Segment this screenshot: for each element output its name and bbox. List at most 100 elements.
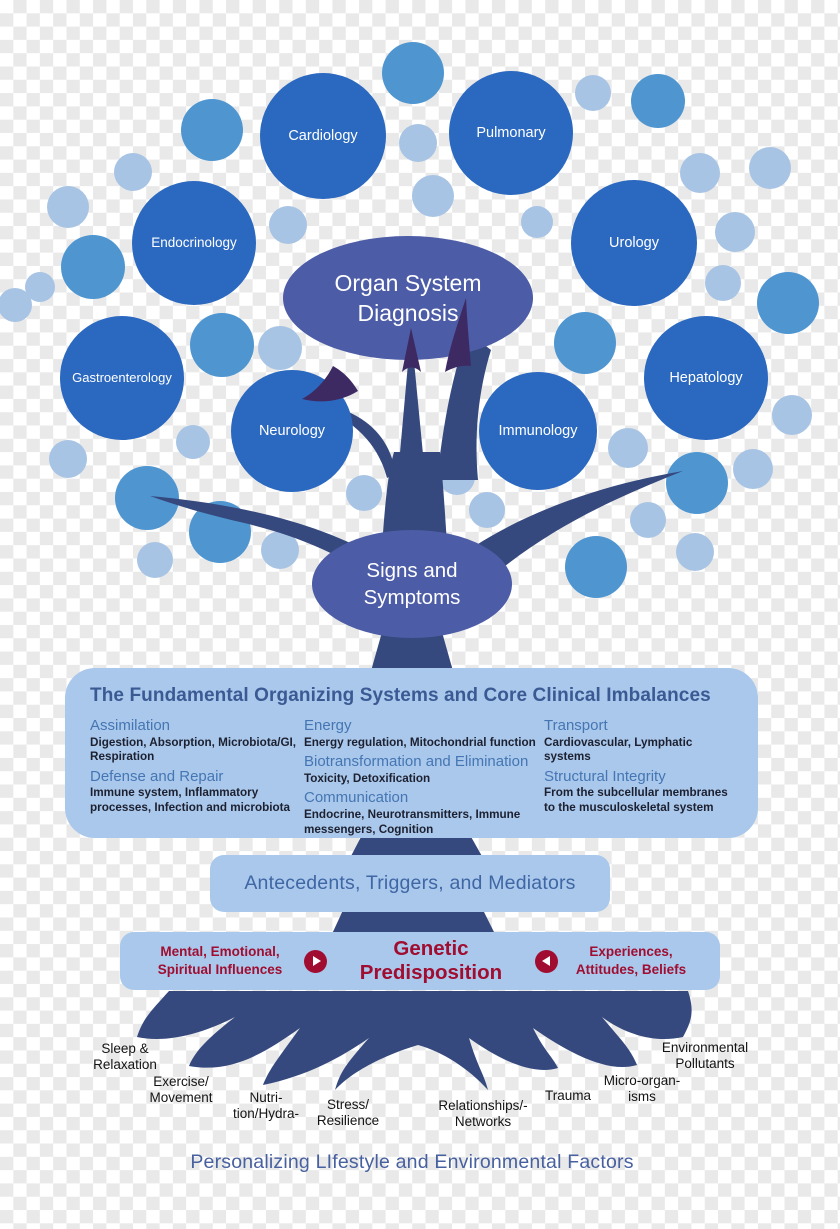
decorative-circle <box>181 99 243 161</box>
bubble-urology: Urology <box>571 180 697 306</box>
section-heading: Structural Integrity <box>544 767 666 785</box>
organ-system-diagnosis-label: Organ System Diagnosis <box>283 236 533 360</box>
decorative-circle <box>49 440 87 478</box>
organ-line1: Organ System <box>334 269 482 296</box>
organ-line2: Diagnosis <box>357 300 459 326</box>
decorative-circle <box>608 428 648 468</box>
bubble-label: Immunology <box>498 422 578 439</box>
root-line: Trauma <box>544 1088 591 1103</box>
decorative-circle <box>176 425 210 459</box>
decorative-circle <box>772 395 812 435</box>
section-communication: Communication Endocrine, Neurotransmitte… <box>304 789 544 837</box>
decorative-circle <box>412 175 454 217</box>
decorative-circle <box>382 42 444 104</box>
trunk-segment-3 <box>332 908 495 934</box>
root-line: Exercise/ <box>153 1074 209 1089</box>
decorative-circle <box>554 312 616 374</box>
root-line: Micro-organ- <box>603 1073 681 1088</box>
root-label-exercise: Exercise/Movement <box>121 1074 241 1106</box>
section-body: Immune system, Inflammatory processes, I… <box>90 786 291 814</box>
branch-side-right <box>444 471 683 585</box>
mental-emotional-label: Mental, Emotional, Spiritual Influences <box>144 943 296 978</box>
root-label-nutrition: Nutri-tion/Hydra- <box>206 1090 326 1122</box>
section-body: Endocrine, Neurotransmitters, Immune mes… <box>304 808 521 836</box>
section-defense-repair: Defense and Repair Immune system, Inflam… <box>90 768 304 816</box>
decorative-circle <box>61 235 125 299</box>
tree-roots <box>137 991 692 1090</box>
bubble-endocrinology: Endocrinology <box>132 181 256 305</box>
bubble-label: Hepatology <box>669 369 743 386</box>
hepatology-circle <box>644 316 768 440</box>
pulmonary-circle <box>449 71 573 195</box>
section-body: From the subcellular membranes to the mu… <box>544 786 728 814</box>
section-heading: Energy <box>304 717 352 734</box>
root-line: Stress/ <box>326 1097 369 1112</box>
bubble-label: Neurology <box>258 422 326 439</box>
column-2: Energy Energy regulation, Mitochondrial … <box>304 716 544 840</box>
panel-columns: Assimilation Digestion, Absorption, Micr… <box>90 716 740 840</box>
footer-title: Personalizing LIfestyle and Environmenta… <box>190 1151 634 1173</box>
section-heading: Defense and Repair <box>90 767 224 785</box>
play-right-icon <box>304 949 327 973</box>
signs-symptoms-label: Signs and Symptoms <box>312 530 512 638</box>
decorative-circle <box>715 212 755 252</box>
decorative-circle <box>757 272 819 334</box>
decorative-circle <box>575 75 611 111</box>
decorative-circle <box>749 147 791 189</box>
column-1: Assimilation Digestion, Absorption, Micr… <box>90 716 304 840</box>
cardiology-circle <box>260 73 386 199</box>
decorative-circle <box>666 452 728 514</box>
section-body: Digestion, Absorption, Microbiota/GI, Re… <box>90 735 297 764</box>
trunk-center-spike <box>398 330 425 475</box>
decorative-circle <box>137 542 173 578</box>
bubble-neurology: Neurology <box>231 370 353 492</box>
decorative-circle <box>469 492 505 528</box>
decorative-circle <box>0 288 32 322</box>
section-biotransformation: Biotransformation and Elimination Toxici… <box>304 753 544 786</box>
section-heading: Assimilation <box>90 717 171 734</box>
root-label-relationships: Relationships/-Networks <box>423 1098 543 1130</box>
column-3: Transport Cardiovascular, Lymphatic syst… <box>544 716 740 840</box>
root-line: Networks <box>454 1113 512 1129</box>
gastroenterology-circle <box>60 316 184 440</box>
decorative-circle <box>733 449 773 489</box>
decorative-circle <box>565 536 627 598</box>
gen-left-line2: Spiritual Influences <box>157 962 283 977</box>
decorative-circle <box>258 326 302 370</box>
antecedents-title: Antecedents, Triggers, and Mediators <box>244 872 576 894</box>
branch-tip-center <box>402 328 421 372</box>
decorative-circle <box>631 74 685 128</box>
bubble-label: Gastroenterology <box>72 369 172 385</box>
bubble-gastroenterology: Gastroenterology <box>60 316 184 440</box>
genetic-predisposition-title: Genetic Predisposition <box>359 937 503 984</box>
bubble-label: Cardiology <box>288 127 358 144</box>
decorative-circle <box>630 502 666 538</box>
section-assimilation: Assimilation Digestion, Absorption, Micr… <box>90 717 304 765</box>
urology-circle <box>571 180 697 306</box>
root-line: tion/Hydra- <box>232 1105 300 1121</box>
root-line: Movement <box>149 1089 213 1105</box>
gen-right-line2: Attitudes, Beliefs <box>575 962 687 977</box>
decorative-circles <box>0 42 819 598</box>
decorative-circle <box>25 272 55 302</box>
specialty-circles <box>60 71 768 638</box>
branch-upper-right <box>437 332 491 480</box>
root-line: Relationships/- <box>438 1098 528 1113</box>
section-body: Toxicity, Detoxification <box>304 771 431 785</box>
decorative-circle <box>261 531 299 569</box>
decorative-circle <box>399 124 437 162</box>
organ-system-ellipse <box>283 236 533 360</box>
bubble-pulmonary: Pulmonary <box>449 71 573 195</box>
root-line: Environmental <box>661 1040 749 1055</box>
decorative-circle <box>521 206 553 238</box>
decorative-circle <box>346 475 382 511</box>
section-heading: Biotransformation and Elimination <box>304 753 529 771</box>
bubble-cardiology: Cardiology <box>260 73 386 199</box>
root-label-microorganisms: Micro-organ-isms <box>582 1073 702 1105</box>
genetic-predisposition-panel: Mental, Emotional, Spiritual Influences … <box>120 932 720 990</box>
root-line: Sleep & <box>101 1041 149 1056</box>
root-label-stress: Stress/Resilience <box>288 1097 408 1129</box>
antecedents-panel: Antecedents, Triggers, and Mediators <box>210 855 610 912</box>
gen-left-line1: Mental, Emotional, <box>160 944 280 960</box>
root-line: Relaxation <box>93 1056 157 1072</box>
